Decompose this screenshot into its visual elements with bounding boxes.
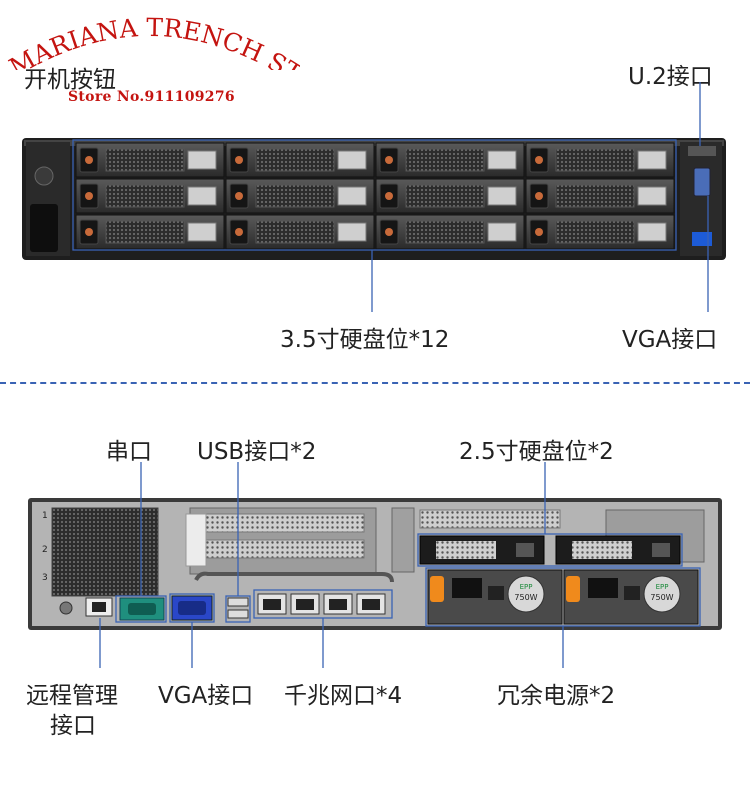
rear-drive-label: 2.5寸硬盘位*2 — [459, 439, 614, 465]
psu1-brand: EPP — [520, 583, 533, 591]
psu2-rating: 750W — [650, 593, 673, 602]
ethernet-port[interactable] — [290, 593, 320, 615]
drive-bay[interactable] — [225, 142, 375, 178]
ethernet-port[interactable] — [356, 593, 386, 615]
remote-mgmt-label-2: 接口 — [50, 713, 96, 739]
usb-port-1[interactable] — [227, 597, 249, 607]
svg-text:3: 3 — [42, 573, 48, 583]
usb-port-2[interactable] — [227, 609, 249, 619]
drive-bays-label: 3.5寸硬盘位*12 — [280, 327, 450, 353]
svg-text:2: 2 — [42, 545, 48, 555]
drive-bay[interactable] — [225, 214, 375, 250]
serial-port-label: 串口 — [106, 439, 152, 465]
service-tag-icon — [692, 232, 712, 246]
drive-bay[interactable] — [525, 142, 675, 178]
drive-bay[interactable] — [375, 142, 525, 178]
nic-label: 千兆网口*4 — [284, 683, 403, 709]
psu1-rating: 750W — [514, 593, 537, 602]
drive-bay[interactable] — [75, 142, 225, 178]
rear-ports — [59, 593, 386, 621]
front-drive-bays — [75, 142, 675, 250]
u2-port[interactable] — [688, 146, 716, 156]
drive-bay[interactable] — [75, 214, 225, 250]
psu-label: 冗余电源*2 — [497, 683, 616, 709]
drive-bay[interactable] — [375, 178, 525, 214]
drive-bay[interactable] — [75, 178, 225, 214]
psu-units: EPP 750W EPP 750W — [427, 569, 699, 625]
rear-callouts — [99, 462, 701, 668]
remote-mgmt-label: 远程管理 — [26, 683, 118, 709]
section-divider — [0, 382, 750, 384]
svg-text:1: 1 — [42, 511, 48, 521]
drive-bay[interactable] — [525, 214, 675, 250]
drive-bay[interactable] — [525, 178, 675, 214]
id-button[interactable] — [59, 601, 73, 615]
ethernet-port[interactable] — [323, 593, 353, 615]
power-button-label: 开机按钮 — [24, 67, 116, 93]
ethernet-port[interactable] — [257, 593, 287, 615]
u2-port-label: U.2接口 — [628, 64, 713, 90]
rear-vga-label: VGA接口 — [158, 683, 254, 709]
power-button[interactable] — [34, 166, 54, 186]
store-watermark-title: MARIANA TRENCH STORE — [0, 10, 300, 70]
usb-port-label: USB接口*2 — [197, 439, 317, 465]
drive-bay[interactable] — [375, 214, 525, 250]
front-callouts — [72, 82, 709, 312]
front-vga-label: VGA接口 — [622, 327, 718, 353]
psu2-brand: EPP — [656, 583, 669, 591]
drive-bay[interactable] — [225, 178, 375, 214]
front-vga-port[interactable] — [693, 167, 711, 197]
rear-drive-bays — [419, 535, 681, 565]
store-number-text: Store No.911109276 — [68, 89, 235, 105]
